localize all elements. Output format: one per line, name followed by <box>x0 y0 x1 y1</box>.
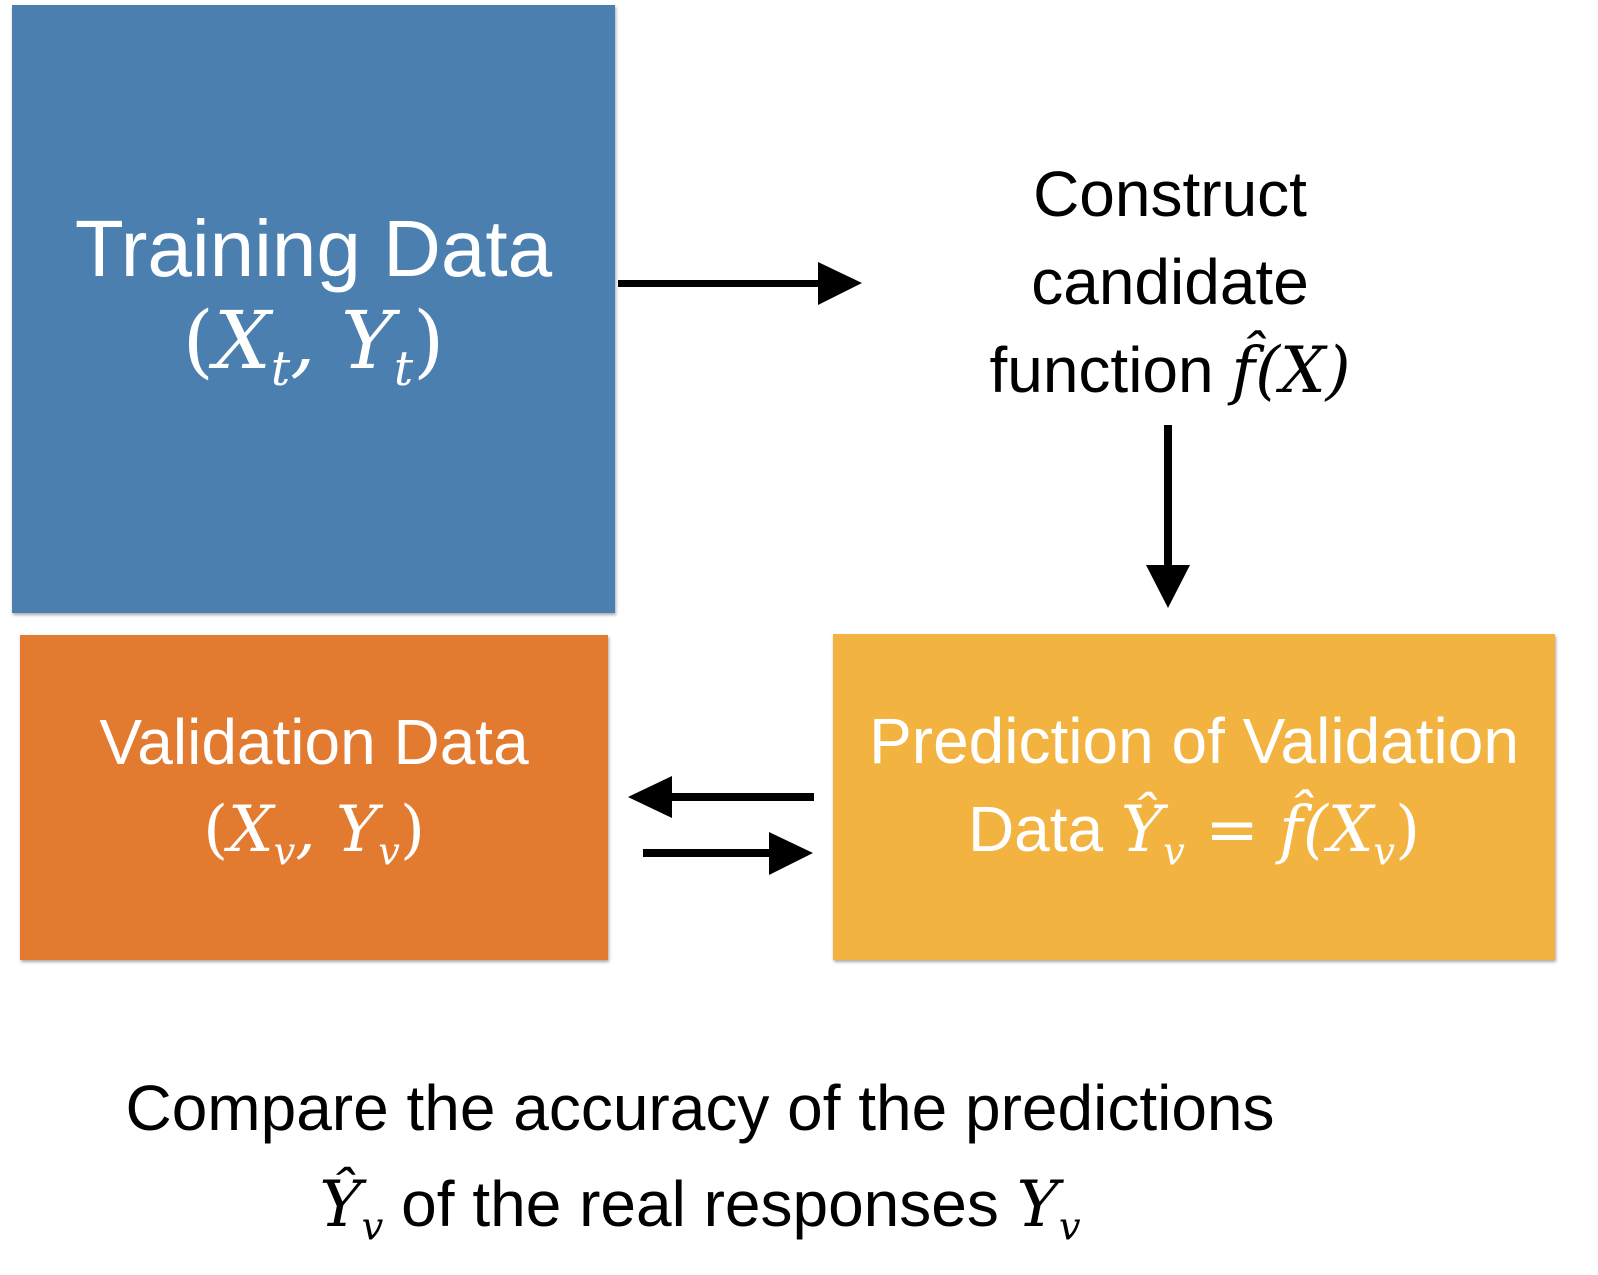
paren: ) <box>413 294 445 388</box>
x-sub: t <box>270 340 291 397</box>
arrow-right-bottom <box>643 832 813 875</box>
prediction-math: Data Ŷv = f̂(Xv) <box>968 785 1420 896</box>
compare-line-1: Compare the accuracy of the predictions <box>125 1072 1275 1144</box>
construct-line-3: function f̂(X) <box>900 326 1440 415</box>
comma: , <box>290 294 341 388</box>
y-var: Y <box>336 793 379 868</box>
compare-line-2: Ŷv of the real responses Yv <box>0 1156 1400 1275</box>
paren: ( <box>182 294 214 388</box>
compare-caption: Compare the accuracy of the predictions … <box>0 1060 1400 1275</box>
f-hat-math: f̂(X) <box>1231 334 1351 408</box>
construct-function-text: Construct candidate function f̂(X) <box>900 150 1440 415</box>
comma: , <box>295 793 336 868</box>
prediction-box: Prediction of Validation Data Ŷv = f̂(Xv… <box>833 634 1555 960</box>
construct-line-2: candidate <box>1031 246 1309 318</box>
arrow-left <box>628 776 814 818</box>
validation-data-box: Validation Data (Xv, Yv) <box>20 635 608 960</box>
x-sub: v <box>273 829 296 875</box>
y-sub: t <box>393 340 414 397</box>
x-sub: v <box>1373 829 1396 875</box>
x-var: X <box>213 294 271 388</box>
y-hat: Ŷ <box>319 1168 362 1242</box>
validation-data-title: Validation Data <box>99 706 529 779</box>
paren: ) <box>1395 793 1421 868</box>
function-word: function <box>989 334 1232 406</box>
arrow-right-top <box>618 262 862 305</box>
data-word: Data <box>967 793 1121 866</box>
paren: ( <box>203 793 229 868</box>
validation-data-math: (Xv, Yv) <box>203 786 425 896</box>
y-var: Y <box>1016 1168 1059 1242</box>
y-var: Y <box>341 294 394 388</box>
construct-line-1: Construct <box>1033 158 1307 230</box>
x-var: X <box>228 793 274 868</box>
arrow-down <box>1146 425 1190 608</box>
y-hat-sub: v <box>1163 829 1185 875</box>
training-data-title: Training Data <box>74 204 553 294</box>
training-data-math: (Xt, Yt) <box>183 295 445 415</box>
equals: = <box>1184 793 1280 868</box>
y-hat-sub: v <box>361 1204 384 1250</box>
y-sub: v <box>378 829 400 875</box>
f-hat: f̂(X <box>1279 793 1374 868</box>
prediction-title: Prediction of Validation <box>869 705 1519 778</box>
y-hat: Ŷ <box>1120 793 1164 868</box>
paren: ) <box>399 793 425 868</box>
y-sub: v <box>1058 1204 1081 1250</box>
compare-mid-text: of the real responses <box>383 1168 1017 1240</box>
training-data-box: Training Data (Xt, Yt) <box>12 5 615 613</box>
